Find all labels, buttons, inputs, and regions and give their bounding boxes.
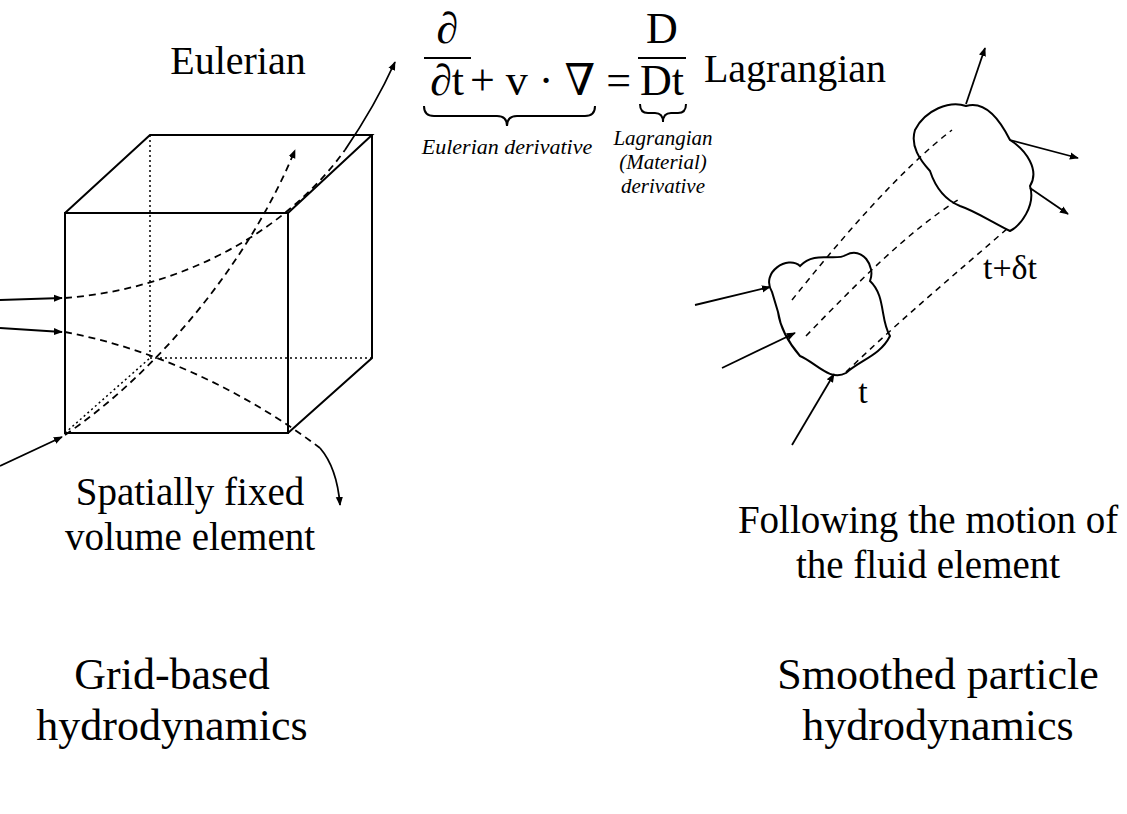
flow-lines — [0, 62, 395, 505]
underbrace — [424, 106, 595, 126]
method-name: Smoothed particle hydrodynamics — [753, 650, 1123, 751]
time-label: t — [843, 372, 883, 411]
equation-part: + v · ∇ = — [470, 56, 610, 107]
pathlines — [792, 130, 1008, 372]
heading: Eulerian — [108, 38, 368, 84]
underbrace — [640, 104, 686, 122]
equation-part: ∂ — [417, 4, 477, 55]
method-name: Grid-based hydrodynamics — [12, 650, 332, 751]
equation-part: Dt — [627, 56, 697, 107]
motion-arrows — [695, 48, 1078, 445]
time-label: t+δt — [960, 248, 1060, 287]
caption-text: Spatially fixed volume element — [25, 470, 355, 560]
fluid-element — [769, 104, 1033, 375]
heading: Lagrangian — [680, 46, 910, 92]
annotation: Eulerian derivative — [397, 134, 617, 159]
equation-part: D — [632, 4, 692, 55]
caption-text: Following the motion of the fluid elemen… — [733, 498, 1123, 588]
annotation: Lagrangian (Material) derivative — [604, 126, 722, 198]
